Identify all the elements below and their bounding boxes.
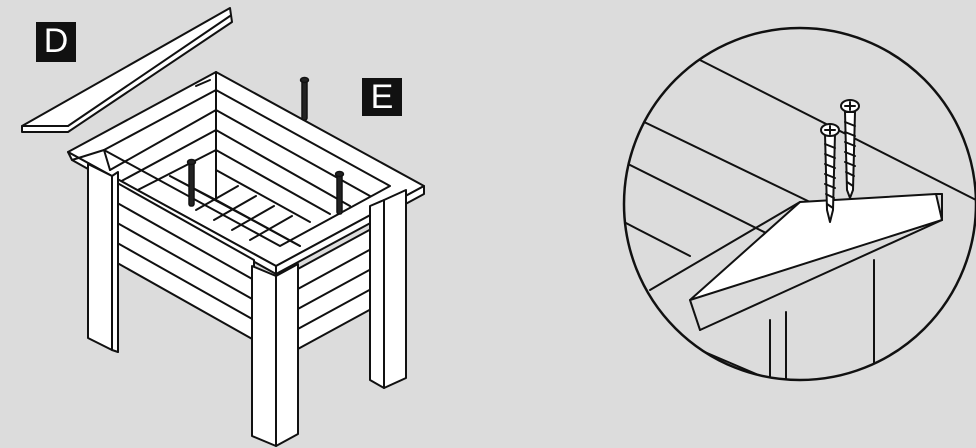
screw-icon [186,158,197,207]
screw-icon [840,99,860,199]
screw-icon [334,170,345,215]
planter-floor-slats [169,175,301,247]
planter-leg-right [369,189,407,389]
part-label-d: D [36,22,76,62]
planter-leg-front [251,263,299,447]
planter-side-wall-left [111,179,255,341]
detail-corner-joint [624,57,976,380]
board-d [21,7,233,133]
part-label-e: E [362,78,402,116]
screw-icon [820,123,840,223]
screw-icon [299,76,310,121]
planter-inner-walls [103,89,371,247]
